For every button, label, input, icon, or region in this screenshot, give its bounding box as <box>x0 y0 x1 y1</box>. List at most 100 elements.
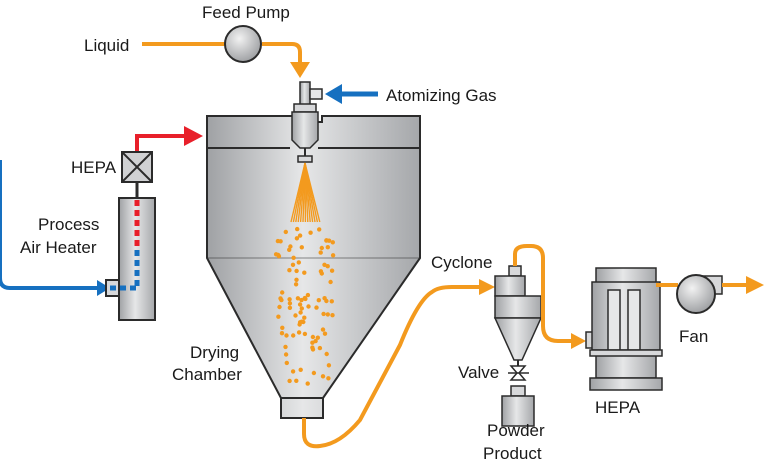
droplet <box>277 304 282 310</box>
droplet <box>299 306 304 311</box>
hepa-filter-label: HEPA <box>71 158 117 177</box>
hepa-unit <box>585 267 663 391</box>
cyclone-to-hepa-line <box>513 244 586 349</box>
droplet <box>305 381 310 386</box>
fan-label: Fan <box>679 327 708 346</box>
inlet-air-line <box>0 160 110 296</box>
droplet <box>283 352 289 357</box>
droplet <box>305 292 311 298</box>
valve-label: Valve <box>458 363 499 382</box>
drying-chamber-label-line1: Drying <box>190 343 239 362</box>
droplet <box>284 360 289 366</box>
droplet <box>320 374 326 379</box>
droplet <box>320 327 326 332</box>
feed-pump <box>224 25 262 63</box>
atomizing-nozzle <box>291 81 323 163</box>
liquid-feed-line <box>142 42 310 78</box>
spray-line <box>304 162 321 223</box>
droplet <box>273 252 279 257</box>
droplet <box>324 351 329 357</box>
atomizing-gas-line <box>325 84 378 104</box>
powder-product-label-line2: Product <box>483 444 542 462</box>
droplet <box>287 268 292 273</box>
chamber-to-cyclone-line <box>302 279 495 449</box>
droplet <box>308 230 313 235</box>
droplet <box>283 344 288 350</box>
powder-product-container <box>501 385 535 427</box>
fan <box>676 274 723 314</box>
droplet <box>310 340 315 345</box>
cyclone-label: Cyclone <box>431 253 492 272</box>
droplet <box>306 304 311 309</box>
droplet <box>279 331 285 336</box>
droplet <box>287 305 293 310</box>
liquid-label: Liquid <box>84 36 129 55</box>
droplet <box>316 298 321 303</box>
droplet <box>325 312 330 317</box>
feed-pump-label: Feed Pump <box>202 3 290 22</box>
valve <box>508 365 529 381</box>
droplet <box>280 290 285 295</box>
process-air-heater <box>105 197 156 321</box>
droplet <box>291 255 296 260</box>
powder-product-label-line1: Powder <box>487 421 545 440</box>
droplet <box>319 245 324 251</box>
droplet <box>291 333 296 338</box>
droplet <box>329 268 335 273</box>
droplet <box>299 297 304 303</box>
heater-label-line1: Process <box>38 215 99 234</box>
droplet <box>328 279 333 285</box>
droplet <box>294 277 299 282</box>
heater-label-line2: Air Heater <box>20 238 97 257</box>
droplet <box>317 345 323 351</box>
droplet <box>325 245 330 250</box>
droplet <box>318 250 323 255</box>
droplet <box>326 376 331 381</box>
droplet <box>294 236 300 241</box>
droplet <box>302 331 308 337</box>
droplet <box>330 313 335 318</box>
droplet <box>301 319 306 325</box>
droplet <box>294 268 299 274</box>
droplet <box>293 313 298 318</box>
droplet <box>287 378 292 384</box>
drying-chamber-label-line2: Chamber <box>172 365 242 384</box>
droplet <box>322 262 327 267</box>
droplets <box>273 226 336 386</box>
droplet <box>324 238 329 243</box>
droplet <box>330 240 335 245</box>
hepa-unit-label: HEPA <box>595 398 641 417</box>
droplet <box>278 296 283 301</box>
droplet <box>329 299 334 304</box>
droplet <box>276 314 281 319</box>
droplet <box>296 330 302 335</box>
droplet <box>287 301 293 306</box>
droplet <box>278 239 283 244</box>
droplet <box>290 262 296 267</box>
droplet <box>326 363 332 368</box>
droplet <box>295 296 301 301</box>
exhaust-line <box>722 276 764 294</box>
spray-cone <box>290 162 321 223</box>
droplet <box>283 229 288 235</box>
droplet <box>302 270 307 275</box>
droplet <box>310 345 315 350</box>
droplet <box>330 253 336 258</box>
droplet <box>324 298 329 304</box>
droplet <box>290 369 296 374</box>
droplet <box>302 295 307 301</box>
droplet <box>314 305 319 310</box>
droplet <box>322 331 328 336</box>
droplet <box>298 367 303 372</box>
droplet <box>302 315 307 320</box>
droplet <box>284 333 289 338</box>
droplet <box>287 297 292 302</box>
droplet <box>293 282 299 287</box>
hepa-filter <box>121 151 153 198</box>
droplet <box>298 310 303 315</box>
atomizing-gas-label: Atomizing Gas <box>386 86 497 105</box>
cyclone <box>493 265 543 366</box>
droplet <box>317 227 322 232</box>
droplet <box>297 302 303 307</box>
